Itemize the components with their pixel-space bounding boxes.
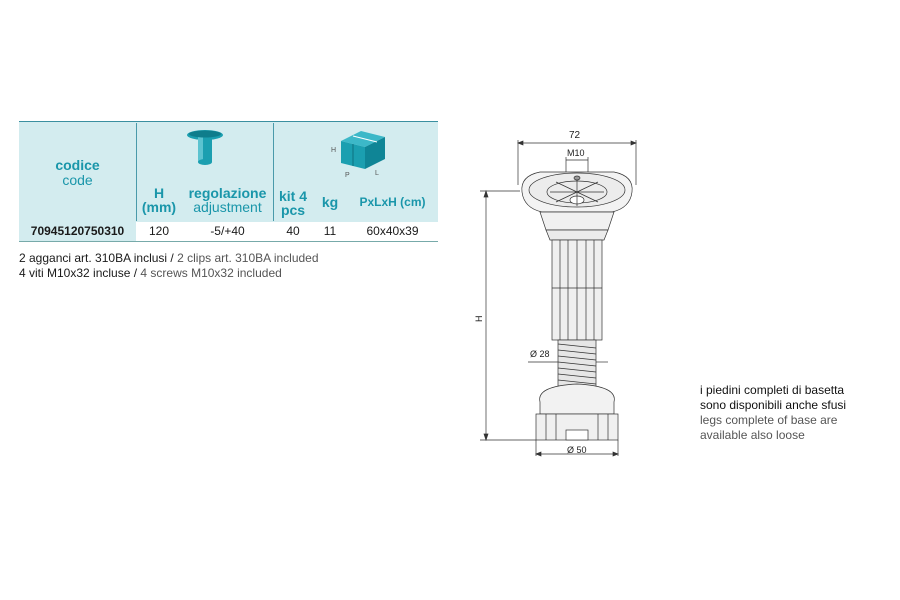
box-label-p: P	[345, 172, 350, 179]
kit-cell: 40	[286, 224, 300, 238]
table-header: codice code H (mm) regolazione adjustmen…	[19, 121, 438, 222]
table-row: 70945120750310 120 -5/+40 40 11 60x40x39	[19, 221, 438, 242]
note-screws: 4 viti M10x32 incluse / 4 screws M10x32 …	[19, 266, 282, 280]
box-icon: H P L	[331, 131, 385, 179]
note-clips: 2 agganci art. 310BA inclusi / 2 clips a…	[19, 251, 319, 265]
dim-core-label: Ø 28	[530, 349, 550, 359]
leg-technical-drawing: 72 M10 H Ø 28 Ø 50	[474, 130, 637, 457]
dim-width-label: 72	[569, 130, 581, 141]
availability-note: i piedini completi di basetta sono dispo…	[700, 383, 847, 442]
kg-header: kg	[321, 194, 339, 210]
dim-height-label: H	[474, 316, 484, 323]
dims-cell: 60x40x39	[366, 224, 419, 238]
adjustment-cell: -5/+40	[210, 224, 245, 238]
code-label-it: codice	[55, 157, 100, 173]
leg-icon	[187, 130, 223, 165]
dim-base-label: Ø 50	[567, 445, 587, 455]
spec-table: codice code H (mm) regolazione adjustmen…	[19, 121, 439, 243]
kg-cell: 11	[323, 224, 337, 238]
code-cell: 70945120750310	[19, 221, 136, 241]
kit-header: kit 4 pcs	[278, 188, 307, 218]
h-cell: 120	[148, 224, 170, 238]
box-label-l: L	[375, 170, 379, 177]
divider	[273, 123, 274, 221]
code-header: codice code	[19, 158, 136, 188]
dims-header: PxLxH (cm)	[359, 195, 426, 209]
dim-thread-label: M10	[567, 148, 585, 158]
adjustment-header: regolazione adjustment	[188, 185, 267, 215]
divider	[136, 123, 137, 221]
box-label-h: H	[331, 147, 336, 154]
code-label-en: code	[62, 172, 93, 188]
h-header: H (mm)	[141, 185, 177, 215]
